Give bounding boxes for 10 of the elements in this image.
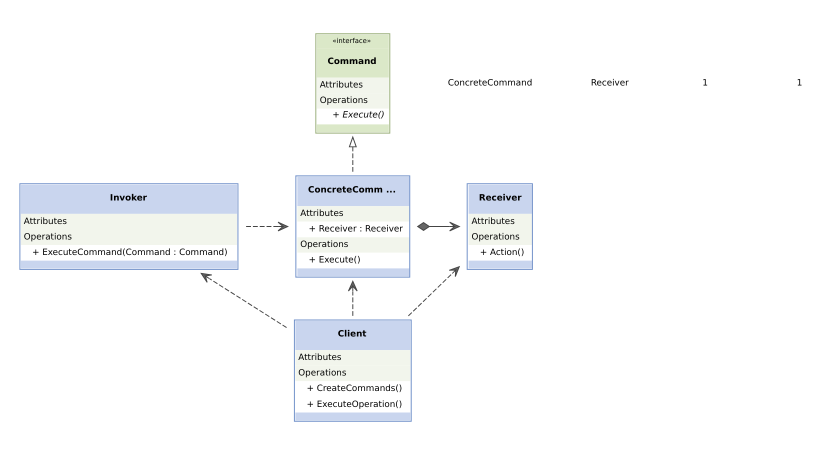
- label: 1: [702, 78, 708, 89]
- arrow: [348, 136, 357, 172]
- label: ConcreteCommand: [448, 78, 532, 89]
- arrow: [348, 280, 358, 316]
- arrow: [200, 272, 288, 328]
- label: Receiver: [590, 78, 629, 89]
- arrow: [408, 266, 460, 316]
- arrow: [246, 222, 288, 232]
- label: 1: [796, 78, 802, 89]
- arrow: [416, 222, 460, 232]
